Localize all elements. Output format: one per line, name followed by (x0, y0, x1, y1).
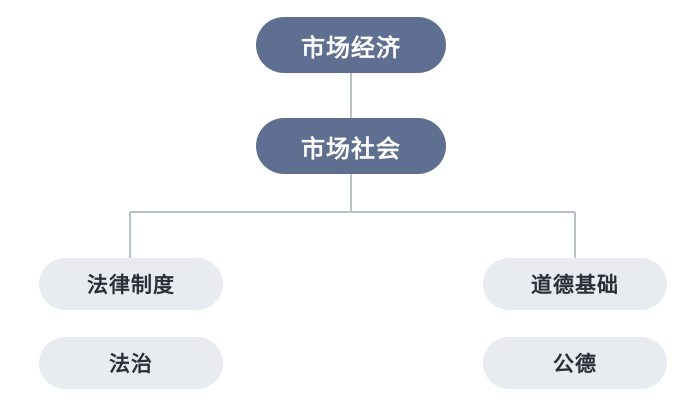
node-legal-system: 法律制度 (39, 258, 223, 310)
node-market-economy: 市场经济 (256, 17, 446, 73)
node-market-society: 市场社会 (256, 118, 446, 174)
node-public-morality: 公德 (483, 337, 667, 389)
node-rule-of-law: 法治 (39, 337, 223, 389)
node-moral-foundation: 道德基础 (483, 258, 667, 310)
